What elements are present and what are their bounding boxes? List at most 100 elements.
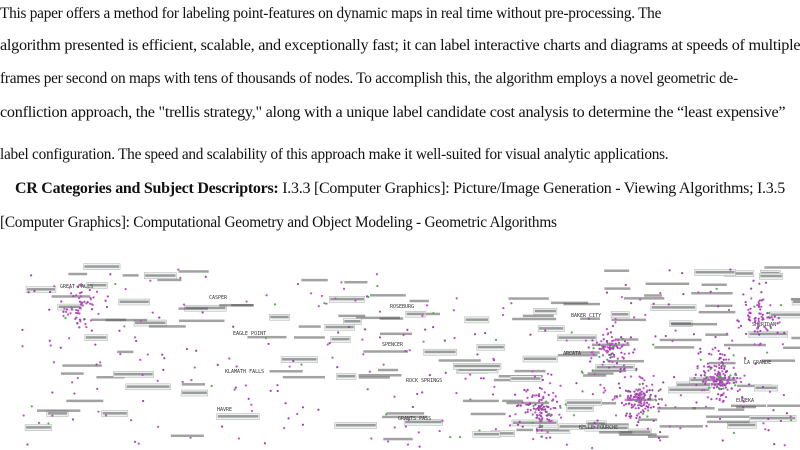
map-point — [276, 384, 279, 387]
map-point — [538, 418, 542, 422]
map-point — [623, 376, 626, 379]
map-point — [720, 365, 723, 368]
map-point — [720, 367, 723, 370]
map-point — [723, 365, 726, 369]
map-label — [511, 419, 558, 427]
map-point — [611, 361, 614, 364]
map-point — [713, 383, 717, 386]
map-point — [723, 367, 726, 371]
map-point — [715, 378, 719, 381]
map-point — [337, 331, 340, 334]
map-point — [747, 308, 750, 311]
map-point — [232, 325, 235, 328]
map-point — [535, 416, 538, 419]
map-point — [537, 400, 541, 403]
cr-categories-text: I.3.3 [Computer Graphics]: Picture/Image… — [278, 180, 785, 197]
map-label — [565, 351, 600, 354]
map-point — [559, 384, 562, 387]
map-point — [710, 366, 713, 369]
map-point — [606, 333, 609, 336]
map-point — [619, 367, 622, 371]
map-point — [721, 370, 724, 373]
map-label — [610, 311, 630, 318]
map-label — [522, 314, 554, 318]
map-point — [68, 286, 71, 289]
map-point — [179, 276, 182, 280]
map-point — [182, 303, 186, 306]
map-point — [529, 333, 532, 336]
map-point — [726, 381, 729, 384]
map-point — [375, 273, 379, 276]
map-point — [62, 310, 65, 313]
map-point — [378, 336, 382, 339]
map-label — [382, 415, 428, 419]
map-point — [493, 385, 496, 388]
map-label — [514, 369, 546, 373]
map-point — [614, 317, 617, 321]
map-point — [764, 428, 767, 431]
map-point — [607, 353, 611, 356]
map-point — [66, 313, 70, 316]
map-point — [526, 403, 530, 406]
map-label — [324, 324, 355, 331]
map-point — [634, 399, 637, 402]
map-point — [652, 302, 655, 305]
map-point — [706, 396, 709, 399]
abstract-line-2: algorithm presented is efficient, scalab… — [0, 37, 800, 54]
map-point — [68, 337, 71, 340]
map-point — [699, 358, 702, 361]
map-point — [201, 311, 204, 314]
map-point — [717, 305, 720, 308]
map-point — [716, 372, 720, 376]
map-point — [722, 377, 725, 380]
map-point — [604, 389, 607, 392]
map-point — [679, 427, 682, 430]
map-point — [139, 319, 143, 323]
map-point — [508, 415, 511, 418]
map-point — [544, 410, 547, 413]
map-point — [658, 398, 661, 401]
map-label — [470, 412, 506, 416]
map-point — [549, 436, 552, 439]
map-point — [407, 418, 410, 421]
map-label — [727, 422, 757, 429]
map-point — [82, 284, 85, 288]
map-point — [386, 440, 390, 443]
map-label — [647, 435, 669, 438]
map-point — [605, 328, 609, 331]
map-point — [301, 406, 305, 409]
map-label — [691, 292, 733, 295]
map-point — [744, 332, 748, 336]
map-point — [692, 333, 696, 336]
map-point — [647, 403, 651, 406]
map-point — [739, 380, 743, 384]
map-point — [714, 380, 718, 383]
map-point — [469, 373, 472, 376]
map-point — [642, 392, 645, 395]
map-label — [57, 303, 82, 311]
map-point — [744, 300, 747, 304]
map-point — [76, 322, 79, 325]
map-label — [769, 311, 800, 319]
map-point — [714, 346, 717, 349]
map-point — [161, 353, 164, 356]
map-point — [722, 372, 725, 376]
map-point — [425, 304, 429, 307]
map-point — [141, 373, 144, 377]
map-point — [761, 313, 764, 316]
map-point — [744, 303, 748, 306]
map-label — [25, 286, 57, 293]
map-label — [343, 318, 362, 325]
map-point — [80, 284, 83, 288]
map-label — [583, 374, 607, 377]
map-label — [144, 272, 177, 279]
map-point — [704, 405, 708, 408]
map-point — [581, 390, 584, 393]
map-label — [180, 389, 209, 397]
map-point — [162, 368, 165, 371]
map-point — [643, 399, 646, 402]
map-point — [671, 339, 674, 343]
map-label — [338, 314, 366, 318]
map-label — [83, 263, 121, 270]
map-point — [601, 363, 604, 366]
